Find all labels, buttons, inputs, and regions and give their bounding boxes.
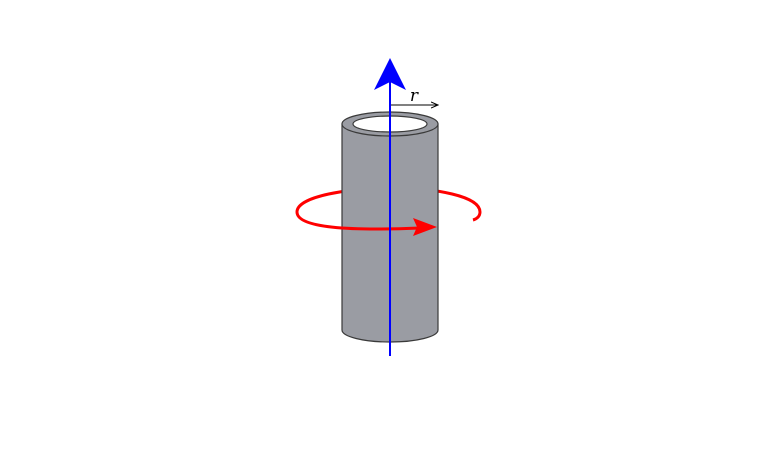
rotation-arrow-tail bbox=[472, 211, 482, 222]
rotation-axis-arrowhead bbox=[374, 58, 406, 90]
rotation-ellipse-front bbox=[295, 211, 421, 231]
radius-label: r bbox=[410, 86, 419, 106]
rotation-direction-arrowhead bbox=[413, 218, 437, 236]
